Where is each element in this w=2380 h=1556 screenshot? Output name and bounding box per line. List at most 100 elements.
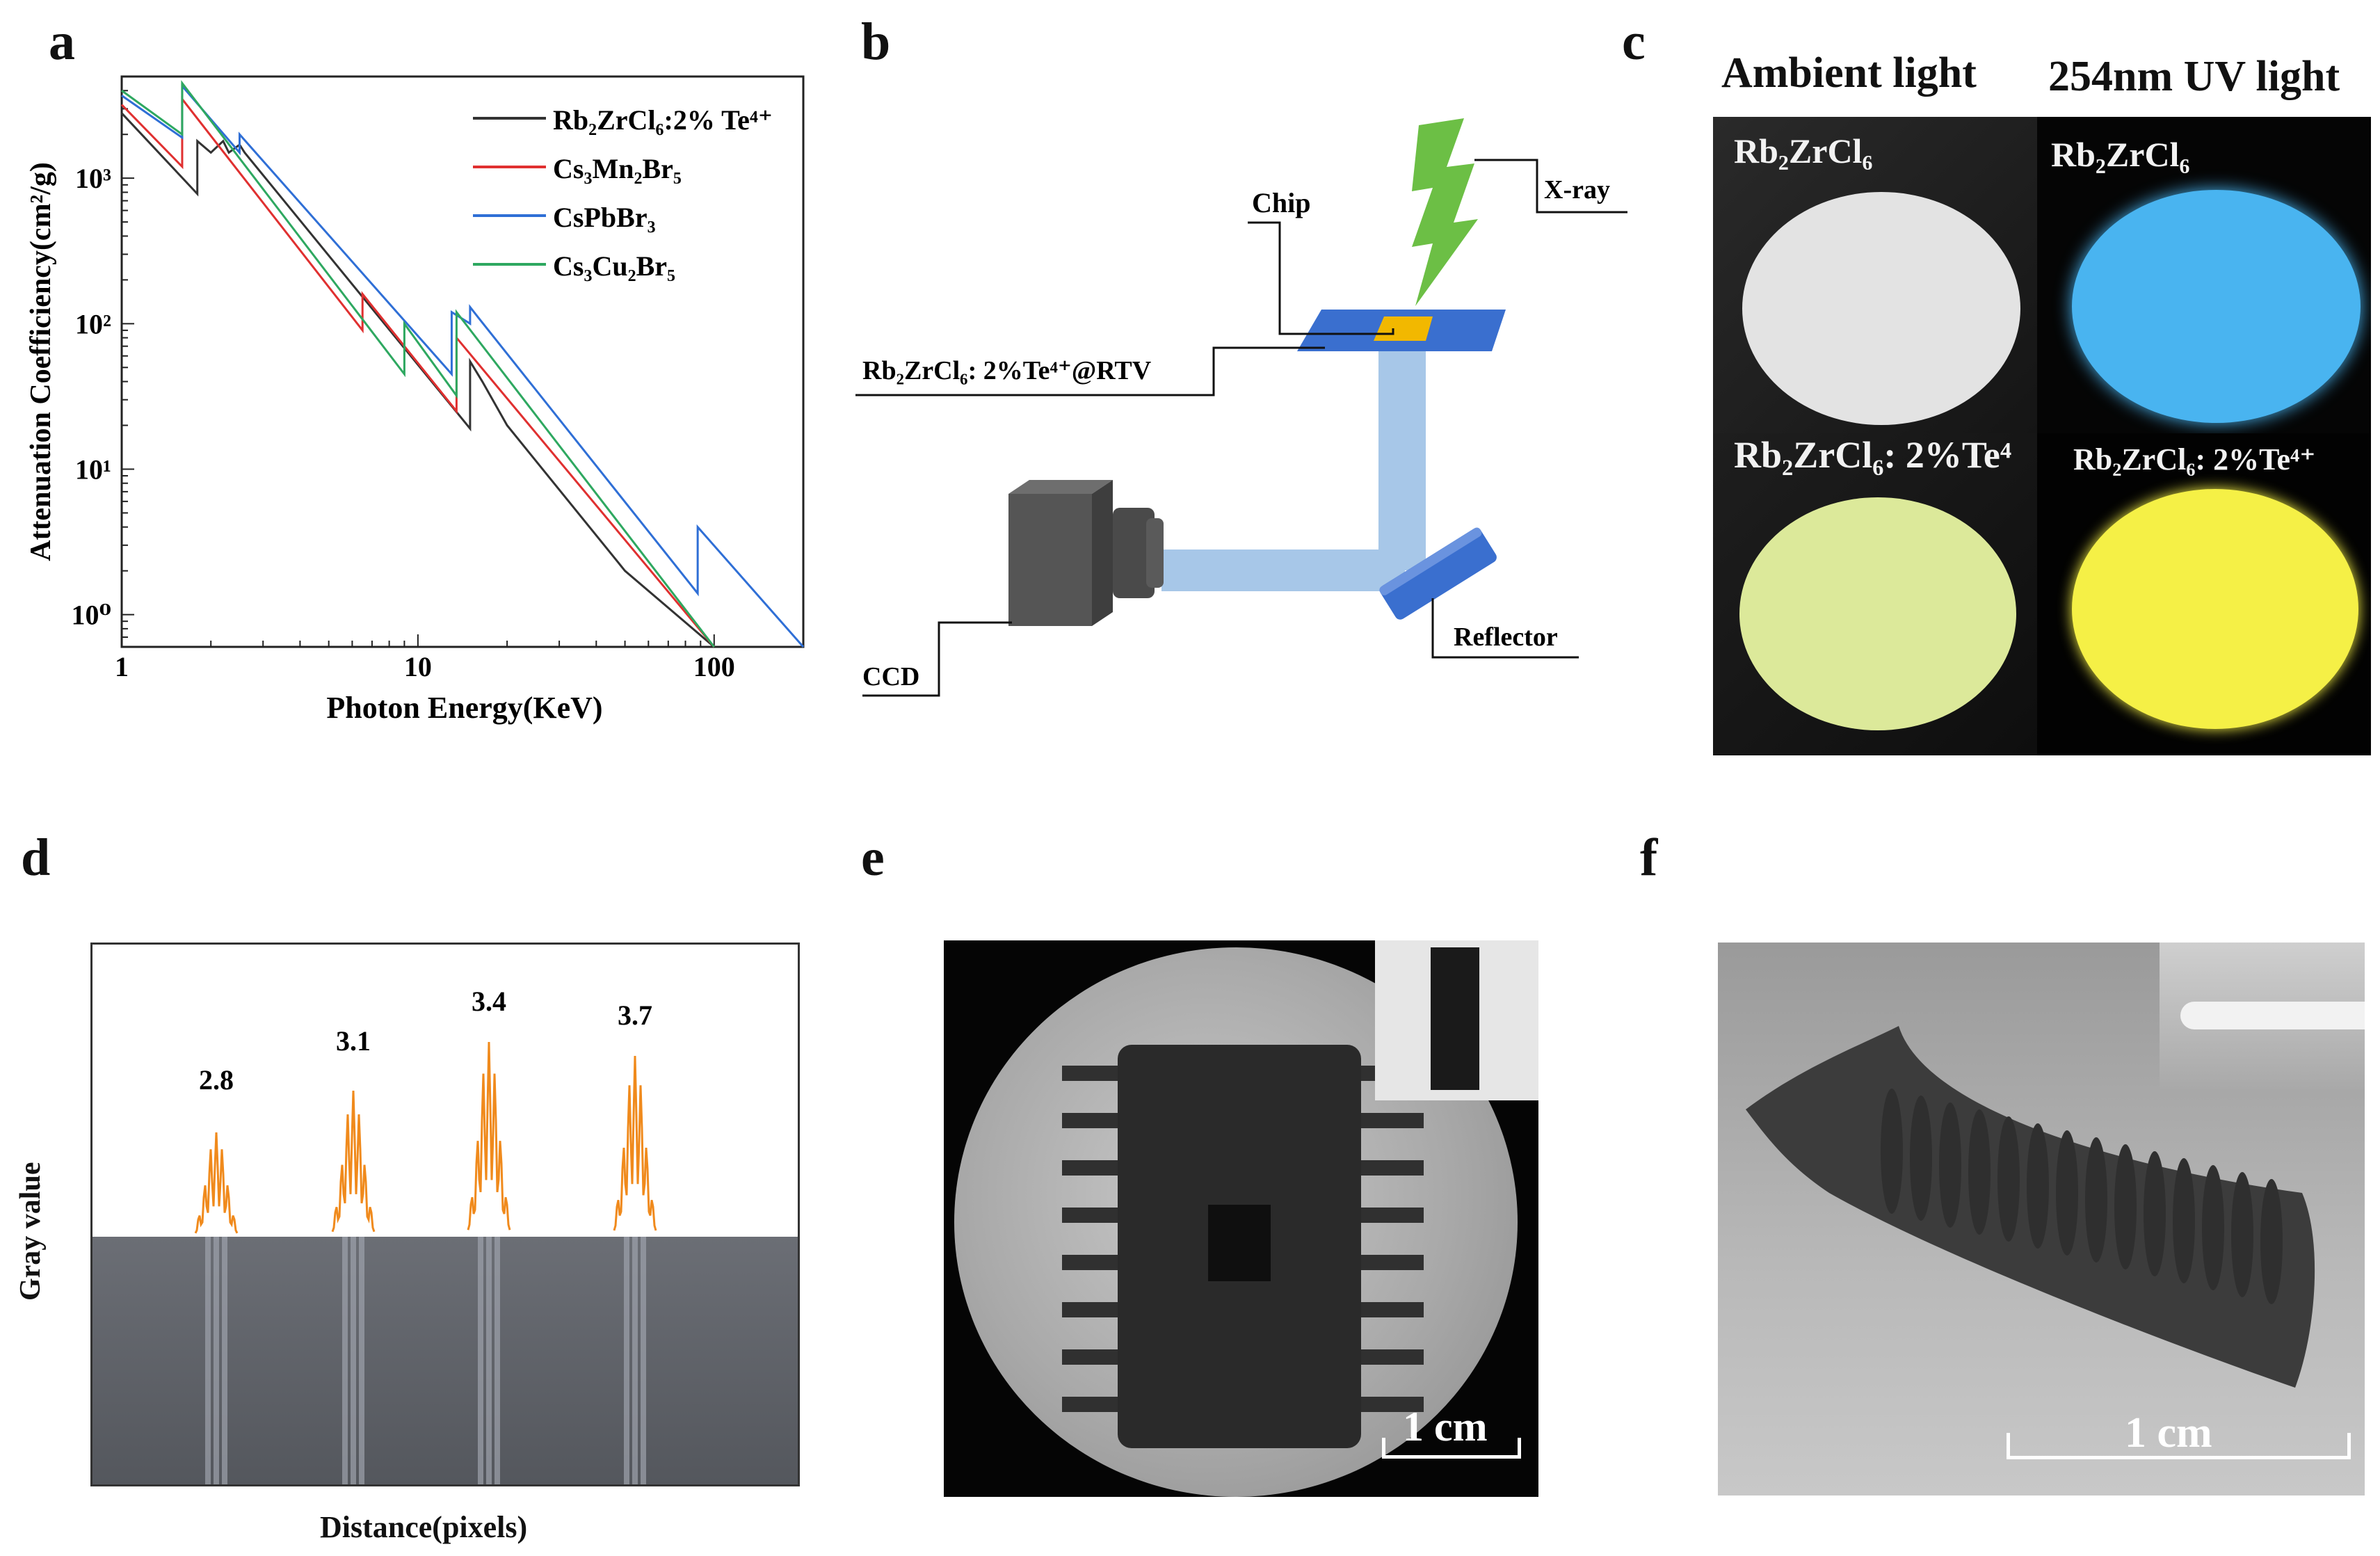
axis-ticks xyxy=(121,76,804,648)
panel-label-c: c xyxy=(1622,13,1646,71)
attenuation-chart: 1 10 100 10⁰ 10¹ 10² 10³ Photon Energy(K… xyxy=(25,75,805,725)
chip-pin xyxy=(1361,1113,1424,1128)
line-pair-stripe xyxy=(632,1237,638,1484)
chip-pin xyxy=(1062,1255,1118,1270)
sample-disk-white xyxy=(1742,192,2020,425)
series-line-2 xyxy=(121,83,805,648)
legend-label-cs3cu2br5: Cs₃Cu₂Br₅ xyxy=(553,250,675,282)
sample-disk-pale-yellow xyxy=(1739,497,2016,730)
scale-bar-f xyxy=(2007,1456,2351,1459)
sample-label-ambient-undoped: Rb₂ZrCl₆ xyxy=(1734,131,1873,170)
reflector-mirror xyxy=(1379,527,1497,620)
peak-profile-0 xyxy=(194,1132,239,1234)
light-beam-horizontal xyxy=(1161,550,1405,591)
scale-label-e: 1 cm xyxy=(1403,1404,1488,1450)
y-tick-label-1e2: 10² xyxy=(75,308,111,339)
spring-coil xyxy=(2173,1158,2195,1283)
spring-coil xyxy=(2231,1172,2253,1297)
x-axis-label: Photon Energy(KeV) xyxy=(326,691,602,725)
x-tick-label-10: 10 xyxy=(404,651,432,682)
ccd-top xyxy=(1008,480,1113,494)
xray-line-image xyxy=(93,1237,798,1484)
spring-coil xyxy=(1968,1109,1991,1235)
spring-coil xyxy=(2114,1144,2137,1269)
chip-pin xyxy=(1361,1160,1424,1176)
col-title-uv: 254nm UV light xyxy=(2048,53,2340,100)
spring-coil xyxy=(1910,1096,1932,1221)
chip-pin xyxy=(1062,1113,1118,1128)
y-tick-label-1e1: 10¹ xyxy=(75,454,111,485)
series-lines xyxy=(120,80,805,648)
spring-coil xyxy=(2202,1165,2224,1290)
scale-label-f: 1 cm xyxy=(2125,1409,2212,1457)
sample-label-ambient-doped: Rb₂ZrCl₆: 2%Te⁴ xyxy=(1734,434,2012,476)
line-pair-stripe xyxy=(351,1237,356,1484)
y-axis-label: Attenuation Coefficiency(cm²/g) xyxy=(25,162,57,561)
line-pair-stripe xyxy=(624,1237,629,1484)
chip-pins xyxy=(1062,1066,1424,1412)
photo-ambient-doped: Rb₂ZrCl₆: 2%Te⁴ xyxy=(1713,433,2037,755)
panel-e-xray-image: 1 cm xyxy=(944,940,1538,1497)
panel-d-ylabel: Gray value xyxy=(15,1162,47,1301)
chip-pin xyxy=(1062,1160,1118,1176)
x-tick-label-100: 100 xyxy=(693,651,735,682)
panel-a-chart: 1 10 100 10⁰ 10¹ 10² 10³ Photon Energy(K… xyxy=(0,0,835,765)
line-pair-stripe xyxy=(359,1237,364,1484)
gray-value-peaks xyxy=(194,1041,657,1234)
line-pair-stripe xyxy=(214,1237,219,1484)
chip-pin xyxy=(1062,1302,1118,1317)
spring-coil xyxy=(1939,1102,1961,1228)
chip-pin xyxy=(1361,1349,1424,1365)
peak-label-3-4: 3.4 xyxy=(472,986,506,1017)
scintillator-label: Rb₂ZrCl₆: 2%Te⁴⁺@RTV xyxy=(862,356,1152,385)
scale-bar-e xyxy=(1382,1455,1521,1459)
photo-ambient-undoped: Rb₂ZrCl₆ xyxy=(1713,117,2037,433)
line-pair-stripes xyxy=(205,1237,646,1484)
legend-label-rb2zrcl6: Rb₂ZrCl₆:2% Te⁴⁺ xyxy=(553,104,773,136)
legend-label-cs3mn2br5: Cs₃Mn₂Br₅ xyxy=(553,153,682,184)
panel-f-xray-image: 1 cm xyxy=(1718,943,2365,1495)
chip-pin xyxy=(1361,1208,1424,1223)
x-tick-label-1: 1 xyxy=(115,651,129,682)
panel-label-d: d xyxy=(21,828,51,887)
gray-value-plot: 2.8 3.1 3.4 3.7 xyxy=(93,986,798,1484)
line-pair-stripe xyxy=(641,1237,646,1484)
chip-label: Chip xyxy=(1252,187,1311,218)
line-pair-stripe xyxy=(478,1237,483,1484)
light-beam-vertical xyxy=(1378,341,1426,570)
legend: Rb₂ZrCl₆:2% Te⁴⁺ Cs₃Mn₂Br₅ CsPbBr₃ Cs₃Cu… xyxy=(473,104,773,282)
photo-uv-doped: Rb₂ZrCl₆: 2%Te⁴⁺ xyxy=(2037,433,2371,755)
ccd-body-side xyxy=(1092,480,1113,626)
peak-label-3-7: 3.7 xyxy=(618,1000,652,1031)
peak-profile-2 xyxy=(467,1041,511,1230)
sample-label-uv-doped: Rb₂ZrCl₆: 2%Te⁴⁺ xyxy=(2073,442,2316,476)
chip-pin xyxy=(1361,1302,1424,1317)
sample-disk-yellow xyxy=(2072,489,2358,729)
line-pair-stripe xyxy=(205,1237,211,1484)
chip-pin xyxy=(1361,1255,1424,1270)
chip-photo-inset xyxy=(1375,940,1538,1100)
spring-coil xyxy=(2027,1123,2049,1249)
spring-coil xyxy=(2085,1137,2107,1262)
plot-frame xyxy=(120,75,805,648)
line-pair-stripe xyxy=(222,1237,227,1484)
chip-shadow xyxy=(1062,1045,1424,1448)
chip-sample xyxy=(1374,316,1433,341)
chip-pin xyxy=(1361,1397,1424,1412)
panel-d-frame: 2.8 3.1 3.4 3.7 xyxy=(90,943,800,1486)
ccd-label: CCD xyxy=(862,662,919,691)
series-line-0 xyxy=(120,112,715,648)
panel-label-a: a xyxy=(49,13,75,71)
chip-pin xyxy=(1062,1349,1118,1365)
panel-d-xlabel: Distance(pixels) xyxy=(320,1510,528,1544)
ccd-body-front xyxy=(1008,494,1092,626)
spring-coil xyxy=(2260,1179,2283,1304)
line-pair-stripe xyxy=(342,1237,348,1484)
spring-coil xyxy=(1881,1089,1903,1214)
peak-label-3-1: 3.1 xyxy=(336,1025,371,1057)
chip-pin xyxy=(1062,1397,1118,1412)
panel-label-b: b xyxy=(861,13,891,71)
pen-shadow xyxy=(1746,1026,2315,1388)
sample-label-uv-undoped: Rb₂ZrCl₆ xyxy=(2051,135,2190,174)
xray-bolt-icon xyxy=(1412,118,1478,306)
